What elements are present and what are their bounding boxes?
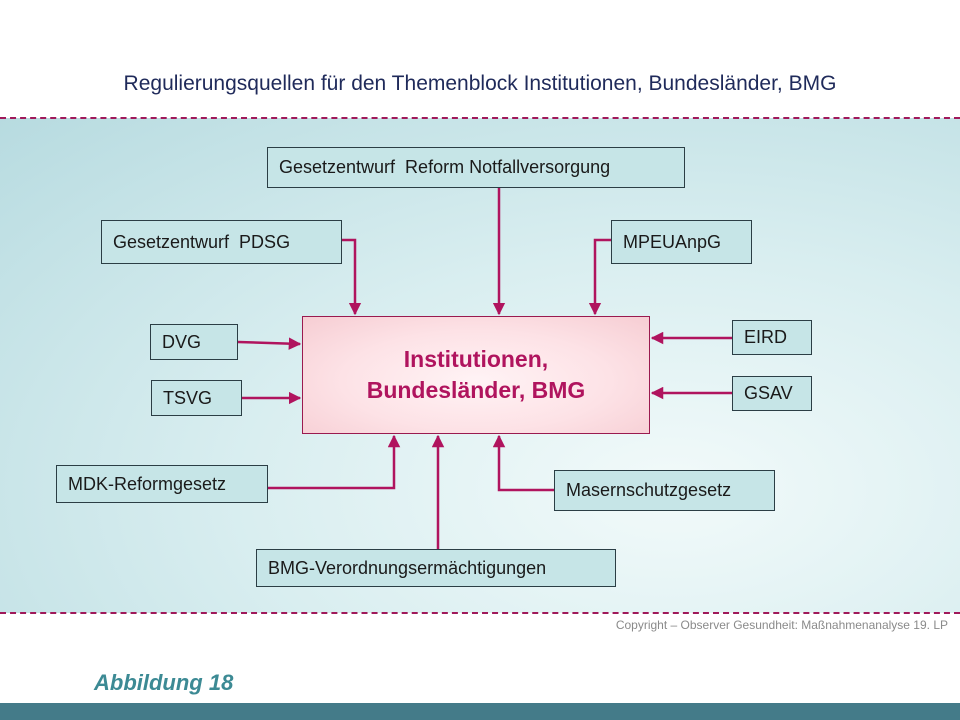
central-node-line-1: Institutionen,: [403, 346, 549, 372]
node-mdk-reformgesetz: MDK-Reformgesetz: [56, 465, 268, 503]
copyright-notice: Copyright – Observer Gesundheit: Maßnahm…: [615, 618, 948, 632]
central-node: Institutionen, Bundesländer, BMG: [302, 316, 650, 434]
node-dvg: DVG: [150, 324, 238, 360]
bottom-bar: [0, 703, 960, 720]
arrow-mdk-reformgesetz: [268, 434, 401, 490]
node-pdsg: Gesetzentwurf PDSG: [101, 220, 342, 264]
arrow-pdsg: [342, 238, 362, 316]
top-dashed-divider: [0, 117, 960, 119]
node-reform-notfallversorgung: Gesetzentwurf Reform Notfallversorgung: [267, 147, 685, 188]
arrow-mpeuanpg: [588, 238, 611, 316]
node-eird: EIRD: [732, 320, 812, 355]
bottom-dashed-divider: [0, 612, 960, 614]
node-tsvg: TSVG: [151, 380, 242, 416]
node-gsav: GSAV: [732, 376, 812, 411]
node-bmg-verordnung: BMG-Verordnungsermächtigungen: [256, 549, 616, 587]
figure-caption: Abbildung 18: [94, 670, 234, 695]
node-masernschutzgesetz: Masernschutzgesetz: [554, 470, 775, 511]
arrow-masernschutzgesetz: [492, 434, 554, 492]
central-node-line-2: Bundesländer, BMG: [366, 377, 586, 403]
page-title: Regulierungsquellen für den Themenblock …: [123, 72, 837, 95]
arrow-dvg: [237, 337, 302, 350]
node-mpeuanpg: MPEUAnpG: [611, 220, 752, 264]
